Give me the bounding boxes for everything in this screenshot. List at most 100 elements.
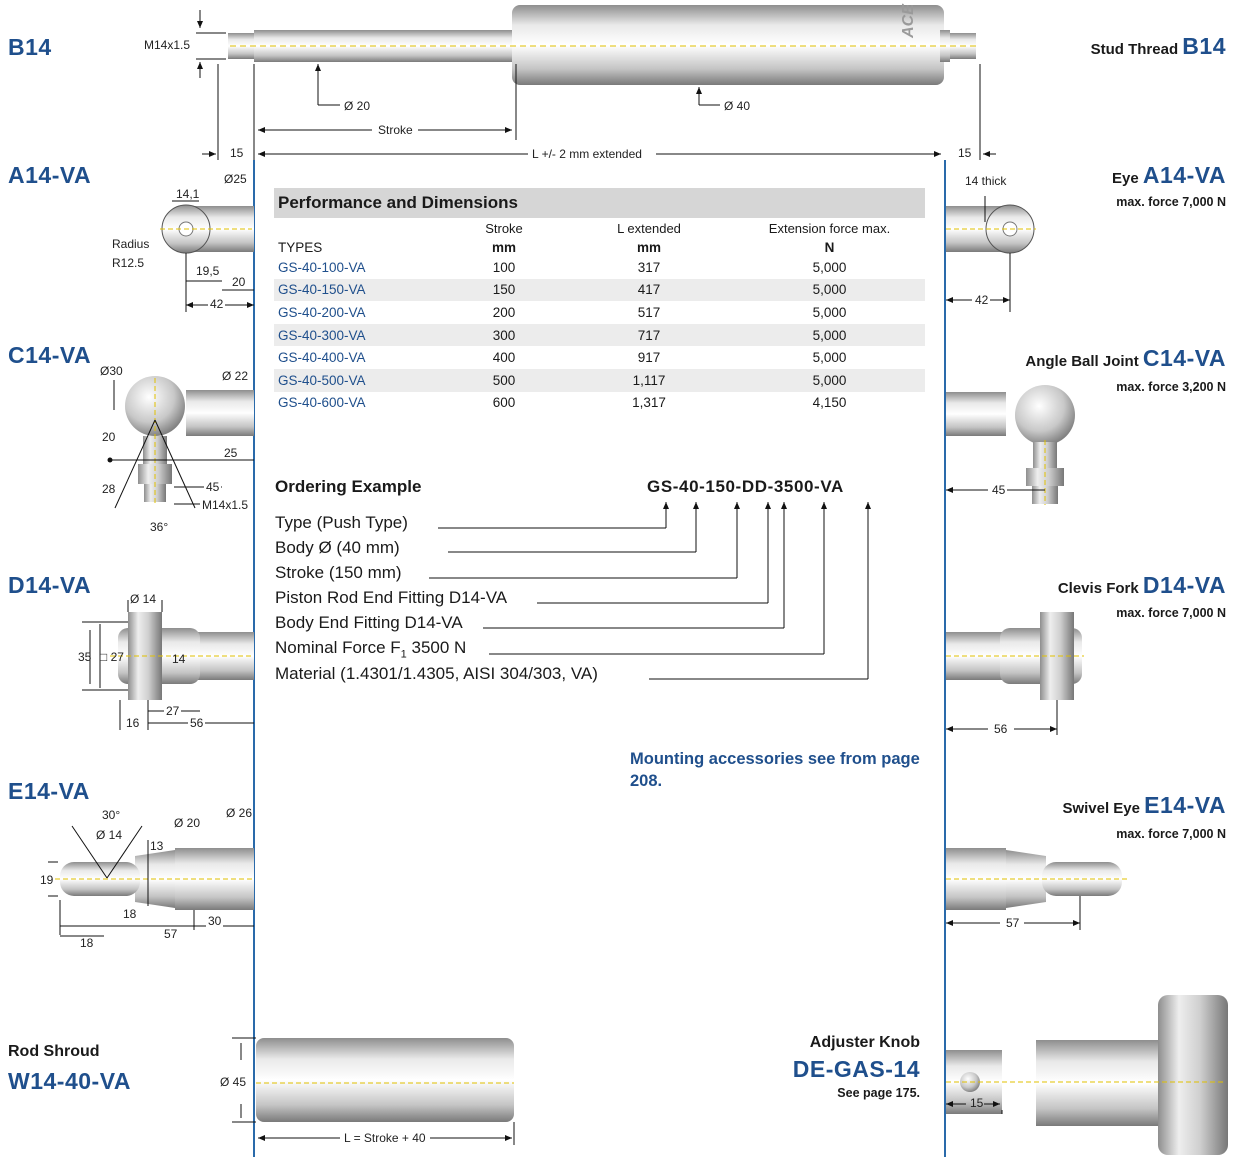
stroke-cell: 200 (444, 301, 564, 324)
ordering-line-material: Material (1.4301/1.4305, AISI 304/303, V… (275, 664, 602, 684)
knob-15-dim: 15 (970, 1096, 984, 1110)
stroke-cell: 100 (444, 256, 564, 279)
ordering-line-rod-end: Piston Rod End Fitting D14-VA (275, 588, 512, 608)
header-force: Extension force max. (768, 220, 891, 236)
left-15-dim: 15 (230, 146, 244, 160)
e14-force: max. force 7,000 N (1116, 827, 1226, 841)
d14-14-dim: Ø 14 (130, 592, 157, 606)
l-extended-cell: 717 (564, 323, 734, 347)
right-15-dim: 15 (958, 146, 972, 160)
c14-angle-dim: 36° (148, 520, 171, 534)
performance-table: Performance and Dimensions Stroke L exte… (274, 188, 925, 415)
length-dim: L +/- 2 mm extended (532, 147, 642, 161)
header-l-extended: L extended (617, 220, 681, 236)
ordering-title: Ordering Example (275, 477, 422, 496)
ordering-line-type: Type (Push Type) (275, 513, 412, 533)
e14-20-dim: Ø 20 (174, 816, 201, 830)
ace-logo: ACE (899, 4, 917, 38)
l-extended-cell: 317 (564, 256, 734, 279)
e14-right-label: Swivel Eye E14-VA (1062, 792, 1226, 819)
a14-thick-dim: 14 thick (965, 174, 1007, 188)
stroke-cell: 500 (444, 368, 564, 392)
type-cell[interactable]: GS-40-200-VA (274, 301, 444, 324)
header-types: TYPES (278, 239, 323, 255)
l-extended-cell: 917 (564, 346, 734, 369)
b14-code: B14 (8, 34, 52, 60)
e14-30-dim: 30 (206, 914, 224, 928)
table-title: Performance and Dimensions (274, 188, 925, 218)
a14-left-image (160, 204, 254, 254)
stroke-cell: 400 (444, 346, 564, 369)
knob-image (946, 995, 1228, 1155)
gas-spring-image (228, 5, 980, 85)
c14-22-dim: Ø 22 (222, 369, 249, 383)
shroud-dia-dim: Ø 45 (220, 1075, 247, 1089)
c14-thread-dim: M14x1.5 (202, 498, 249, 512)
e14-26-dim: Ø 26 (226, 806, 253, 820)
c14-right-45-dim: 45 (990, 483, 1008, 497)
type-cell[interactable]: GS-40-400-VA (274, 346, 444, 369)
shroud-image (256, 1038, 514, 1122)
e14-right-57-dim: 57 (1006, 916, 1020, 930)
c14-right-code: C14-VA (1142, 345, 1226, 371)
knob-label: Adjuster Knob (809, 1034, 920, 1051)
d14-right-label: Clevis Fork D14-VA (1058, 572, 1226, 599)
a14-20-dim: 20 (232, 275, 246, 289)
a14-19-dim: 19,5 (196, 264, 220, 278)
a14-code: A14-VA (8, 162, 92, 188)
type-cell[interactable]: GS-40-600-VA (274, 391, 444, 415)
force-cell: 5,000 (734, 368, 925, 392)
ordering-code: GS-40-150-DD-3500-VA (647, 477, 844, 496)
shroud-code: W14-40-VA (8, 1068, 131, 1094)
type-cell[interactable]: GS-40-500-VA (274, 368, 444, 392)
thread-dim: M14x1.5 (144, 38, 191, 52)
a14-42-dim: 42 (208, 297, 226, 311)
type-cell[interactable]: GS-40-100-VA (274, 256, 444, 279)
l-extended-cell: 1,117 (564, 368, 734, 392)
d14-right-name: Clevis Fork (1057, 580, 1139, 597)
c14-45-dim: 45 (204, 480, 222, 494)
c14-30-dim: Ø30 (100, 364, 123, 378)
d14-force: max. force 7,000 N (1116, 606, 1226, 620)
a14-right-42-dim: 42 (975, 293, 989, 307)
type-cell[interactable]: GS-40-150-VA (274, 278, 444, 302)
d14-right-image (946, 612, 1084, 700)
c14-right-label: Angle Ball Joint C14-VA (1025, 345, 1226, 372)
ordering-line-stroke: Stroke (150 mm) (275, 563, 406, 583)
force-cell: 4,150 (734, 391, 925, 415)
stroke-cell: 150 (444, 278, 564, 302)
body-dia-dim: Ø 40 (724, 99, 751, 113)
a14-right-code: A14-VA (1142, 162, 1226, 188)
ordering-force-label: Nominal Force F (275, 638, 401, 657)
header-stroke: Stroke (485, 220, 523, 236)
ordering-line-body-end: Body End Fitting D14-VA (275, 613, 467, 633)
c14-right-image (946, 385, 1075, 505)
a14-radius-label: Radius (112, 237, 150, 251)
d14-code: D14-VA (8, 572, 92, 598)
b14-right-label: Stud Thread B14 (1091, 33, 1226, 60)
c14-code: C14-VA (8, 342, 92, 368)
knob-see-page: See page 175. (837, 1086, 920, 1100)
b14-right-code: B14 (1182, 33, 1226, 59)
a14-right-name: Eye (1112, 170, 1139, 187)
e14-right-code: E14-VA (1144, 792, 1226, 818)
c14-force: max. force 3,200 N (1116, 380, 1226, 394)
stroke-cell: 300 (444, 323, 564, 347)
type-cell[interactable]: GS-40-300-VA (274, 323, 444, 347)
d14-27-dim: 27 (164, 704, 182, 718)
d14-35-dim: 35 (78, 650, 92, 664)
e14-left-image (55, 848, 254, 910)
a14-force: max. force 7,000 N (1116, 195, 1226, 209)
force-cell: 5,000 (734, 256, 925, 279)
d14-right-56-dim: 56 (994, 722, 1008, 736)
d14-27sq-dim: □ 27 (100, 650, 124, 664)
e14-right-name: Swivel Eye (1062, 800, 1140, 817)
shroud-label: Rod Shroud (8, 1043, 100, 1060)
